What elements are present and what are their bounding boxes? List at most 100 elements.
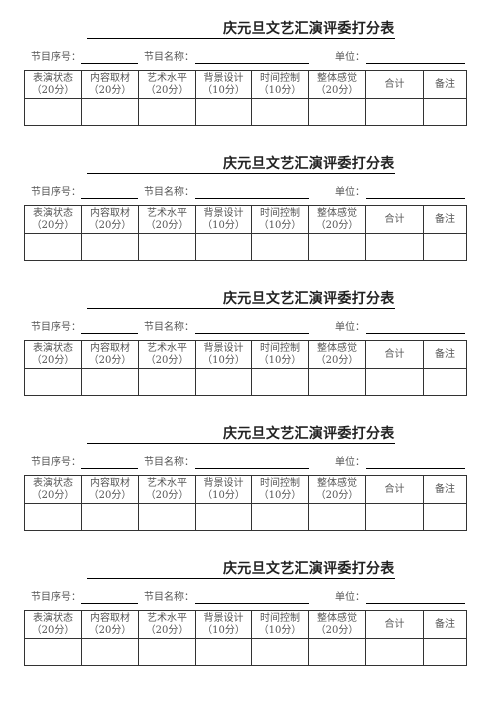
- column-header: 时间控制（10分）: [251, 610, 309, 639]
- score-cell[interactable]: [251, 233, 309, 261]
- program-no-field[interactable]: [81, 198, 138, 199]
- score-cell[interactable]: [308, 233, 366, 261]
- score-cell[interactable]: [24, 503, 82, 531]
- notes-cell[interactable]: [423, 368, 467, 396]
- title-underline: [87, 173, 223, 174]
- score-cell[interactable]: [195, 503, 252, 531]
- total-cell[interactable]: [365, 98, 424, 126]
- score-cell[interactable]: [308, 503, 366, 531]
- score-cell[interactable]: [138, 503, 196, 531]
- score-cell[interactable]: [195, 98, 252, 126]
- notes-header: 备注: [423, 205, 467, 234]
- notes-header: 备注: [423, 70, 467, 99]
- column-header: 背景设计（10分）: [195, 340, 252, 369]
- column-header: 时间控制（10分）: [251, 340, 309, 369]
- column-header: 艺术水平（20分）: [138, 475, 196, 504]
- notes-cell[interactable]: [423, 98, 467, 126]
- unit-field[interactable]: [366, 468, 465, 469]
- unit-label: 单位：: [335, 52, 365, 63]
- program-name-field[interactable]: [195, 198, 309, 199]
- program-no-field[interactable]: [81, 333, 138, 334]
- score-sheet: 庆元旦文艺汇演评委打分表 节目序号： 节目名称： 单位： 表演状态（20分） 内…: [0, 290, 496, 418]
- score-cell[interactable]: [81, 503, 139, 531]
- score-cell[interactable]: [81, 233, 139, 261]
- program-name-label: 节目名称：: [144, 322, 194, 333]
- score-cell[interactable]: [251, 368, 309, 396]
- score-cell[interactable]: [138, 233, 196, 261]
- program-no-label: 节目序号：: [31, 187, 81, 198]
- score-cell[interactable]: [81, 368, 139, 396]
- score-cell[interactable]: [138, 368, 196, 396]
- program-name-field[interactable]: [195, 63, 309, 64]
- score-cell[interactable]: [138, 98, 196, 126]
- program-name-label: 节目名称：: [144, 592, 194, 603]
- program-no-field[interactable]: [81, 63, 138, 64]
- score-cell[interactable]: [81, 98, 139, 126]
- score-cell[interactable]: [138, 638, 196, 666]
- unit-field[interactable]: [366, 603, 465, 604]
- program-name-label: 节目名称：: [144, 457, 194, 468]
- unit-field[interactable]: [366, 198, 465, 199]
- program-no-field[interactable]: [81, 468, 138, 469]
- column-header: 整体感觉（20分）: [308, 205, 366, 234]
- column-header: 艺术水平（20分）: [138, 70, 196, 99]
- column-header: 内容取材（20分）: [81, 205, 139, 234]
- score-cell[interactable]: [308, 638, 366, 666]
- column-header: 背景设计（10分）: [195, 610, 252, 639]
- unit-label: 单位：: [335, 592, 365, 603]
- score-cell[interactable]: [195, 638, 252, 666]
- column-header: 艺术水平（20分）: [138, 340, 196, 369]
- notes-cell[interactable]: [423, 233, 467, 261]
- title-row: 庆元旦文艺汇演评委打分表: [87, 425, 417, 447]
- unit-field[interactable]: [366, 333, 465, 334]
- column-header: 内容取材（20分）: [81, 70, 139, 99]
- total-header: 合计: [365, 205, 424, 234]
- score-cell[interactable]: [251, 503, 309, 531]
- sheet-title: 庆元旦文艺汇演评委打分表: [223, 291, 395, 309]
- column-header: 艺术水平（20分）: [138, 610, 196, 639]
- program-name-label: 节目名称：: [144, 187, 194, 198]
- score-table: 表演状态（20分） 内容取材（20分） 艺术水平（20分） 背景设计（10分） …: [24, 70, 467, 126]
- title-row: 庆元旦文艺汇演评委打分表: [87, 560, 417, 582]
- sheet-title: 庆元旦文艺汇演评委打分表: [223, 561, 395, 579]
- total-header: 合计: [365, 610, 424, 639]
- score-cell[interactable]: [308, 98, 366, 126]
- total-cell[interactable]: [365, 638, 424, 666]
- title-underline: [87, 578, 223, 579]
- score-cell[interactable]: [24, 368, 82, 396]
- score-cell[interactable]: [308, 368, 366, 396]
- total-header: 合计: [365, 340, 424, 369]
- score-cell[interactable]: [81, 638, 139, 666]
- unit-field[interactable]: [366, 63, 465, 64]
- program-name-field[interactable]: [195, 333, 309, 334]
- notes-cell[interactable]: [423, 638, 467, 666]
- column-header: 内容取材（20分）: [81, 610, 139, 639]
- total-cell[interactable]: [365, 368, 424, 396]
- score-cell[interactable]: [24, 638, 82, 666]
- score-cell[interactable]: [251, 98, 309, 126]
- score-entry-row: [24, 233, 467, 261]
- program-name-field[interactable]: [195, 603, 309, 604]
- program-no-label: 节目序号：: [31, 457, 81, 468]
- score-cell[interactable]: [24, 233, 82, 261]
- score-cell[interactable]: [195, 233, 252, 261]
- notes-cell[interactable]: [423, 503, 467, 531]
- score-entry-row: [24, 503, 467, 531]
- column-header: 时间控制（10分）: [251, 70, 309, 99]
- score-cell[interactable]: [251, 638, 309, 666]
- score-cell[interactable]: [24, 98, 82, 126]
- notes-header: 备注: [423, 475, 467, 504]
- header-row: 表演状态（20分） 内容取材（20分） 艺术水平（20分） 背景设计（10分） …: [24, 610, 467, 639]
- header-row: 表演状态（20分） 内容取材（20分） 艺术水平（20分） 背景设计（10分） …: [24, 475, 467, 504]
- score-table: 表演状态（20分） 内容取材（20分） 艺术水平（20分） 背景设计（10分） …: [24, 340, 467, 396]
- program-name-field[interactable]: [195, 468, 309, 469]
- score-sheet: 庆元旦文艺汇演评委打分表 节目序号： 节目名称： 单位： 表演状态（20分） 内…: [0, 20, 496, 148]
- program-no-field[interactable]: [81, 603, 138, 604]
- sheet-title: 庆元旦文艺汇演评委打分表: [223, 156, 395, 174]
- score-cell[interactable]: [195, 368, 252, 396]
- total-cell[interactable]: [365, 503, 424, 531]
- sheet-title: 庆元旦文艺汇演评委打分表: [223, 21, 395, 39]
- column-header: 表演状态（20分）: [24, 205, 82, 234]
- total-cell[interactable]: [365, 233, 424, 261]
- score-table: 表演状态（20分） 内容取材（20分） 艺术水平（20分） 背景设计（10分） …: [24, 610, 467, 666]
